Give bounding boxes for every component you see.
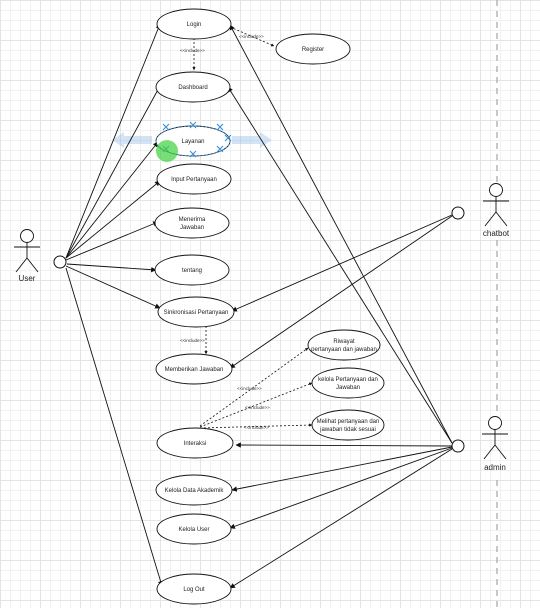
selection-handle-markers bbox=[162, 121, 232, 158]
use-case-login[interactable]: Login bbox=[156, 8, 232, 40]
user-junction[interactable] bbox=[53, 255, 67, 269]
connection-point-marker[interactable] bbox=[156, 140, 178, 162]
include-label-melihat: <<include>> bbox=[244, 425, 269, 430]
use-case-kelola-akademik[interactable]: Kelola Data Akademik bbox=[155, 474, 233, 506]
include-label-sinkronisasi: <<include>> bbox=[180, 338, 205, 343]
chatbot-junction[interactable] bbox=[451, 206, 465, 220]
use-case-logout-label: Log Out bbox=[183, 587, 205, 593]
admin-associations bbox=[227, 24, 453, 589]
use-case-register[interactable]: Register bbox=[275, 33, 351, 65]
use-case-melihat[interactable]: Melihat pertanyaan dan jawaban tidak ses… bbox=[311, 409, 385, 441]
use-case-dashboard-label: Dashboard bbox=[178, 85, 207, 91]
use-case-tentang[interactable]: tentang bbox=[154, 254, 230, 286]
user-associations bbox=[65, 23, 164, 587]
use-case-sinkronisasi[interactable]: Sinkronisasi Pertanyaan bbox=[157, 296, 235, 328]
actor-user-label: User bbox=[19, 274, 36, 283]
use-case-menerima-jawaban-label-2: Jawaban bbox=[180, 225, 204, 231]
use-case-dashboard[interactable]: Dashboard bbox=[155, 71, 231, 103]
use-case-register-label: Register bbox=[302, 47, 324, 53]
actor-user[interactable] bbox=[14, 229, 40, 273]
use-case-kelola-user[interactable]: Kelola User bbox=[156, 513, 232, 545]
use-case-login-label: Login bbox=[187, 22, 202, 28]
admin-junction[interactable] bbox=[451, 439, 465, 453]
include-label-kelola-pj: <<include>> bbox=[245, 405, 270, 410]
use-case-melihat-label-1: Melihat pertanyaan dan bbox=[317, 419, 380, 425]
include-relationships bbox=[192, 26, 313, 429]
use-case-menerima-jawaban[interactable]: Menerima Jawaban bbox=[154, 207, 230, 239]
use-case-interaksi-label: Interaksi bbox=[184, 441, 207, 447]
use-case-kelola-user-label: Kelola User bbox=[178, 527, 209, 533]
selection-handles bbox=[112, 132, 272, 148]
use-case-layanan-label: Layanan bbox=[181, 139, 204, 145]
use-case-riwayat-label-2: pertanyaan dan jawaban bbox=[311, 347, 377, 353]
use-case-interaksi[interactable]: Interaksi bbox=[156, 427, 234, 459]
actor-admin[interactable] bbox=[482, 416, 508, 460]
actor-chatbot-label: chatbot bbox=[483, 229, 510, 238]
actor-admin-label: admin bbox=[484, 463, 506, 472]
chatbot-associations bbox=[229, 214, 453, 369]
use-case-riwayat-label-1: Riwayat bbox=[333, 339, 355, 345]
use-case-riwayat[interactable]: Riwayat pertanyaan dan jawaban bbox=[307, 329, 381, 361]
use-case-kelola-pertanyaan-jawaban[interactable]: kelola Pertanyaan dan Jawaban bbox=[311, 367, 385, 399]
use-case-menerima-jawaban-label-1: Menerima bbox=[179, 217, 206, 223]
include-labels: <<include>> <<include>> <<include>> <<in… bbox=[180, 34, 270, 430]
use-case-memberikan-jawaban[interactable]: Memberikan Jawaban bbox=[155, 353, 233, 385]
use-case-melihat-label-2: jawaban tidak sesuai bbox=[319, 427, 376, 433]
include-label-riwayat: <<include>> bbox=[237, 386, 262, 391]
use-case-memberikan-jawaban-label: Memberikan Jawaban bbox=[165, 367, 224, 373]
use-case-tentang-label: tentang bbox=[182, 268, 202, 274]
actor-chatbot[interactable] bbox=[483, 183, 509, 227]
include-label-login-dashboard: <<include>> bbox=[180, 48, 205, 53]
use-case-input-pertanyaan[interactable]: Input Pertanyaan bbox=[156, 163, 232, 195]
use-case-logout[interactable]: Log Out bbox=[156, 573, 232, 605]
use-case-kelola-pj-label-1: kelola Pertanyaan dan bbox=[318, 377, 378, 383]
use-case-kelola-pj-label-2: Jawaban bbox=[336, 385, 360, 391]
use-case-input-pertanyaan-label: Input Pertanyaan bbox=[171, 177, 217, 183]
use-case-sinkronisasi-label: Sinkronisasi Pertanyaan bbox=[164, 310, 229, 316]
include-label-login-register: <<include>> bbox=[239, 34, 264, 39]
use-case-kelola-akademik-label: Kelola Data Akademik bbox=[165, 488, 225, 494]
